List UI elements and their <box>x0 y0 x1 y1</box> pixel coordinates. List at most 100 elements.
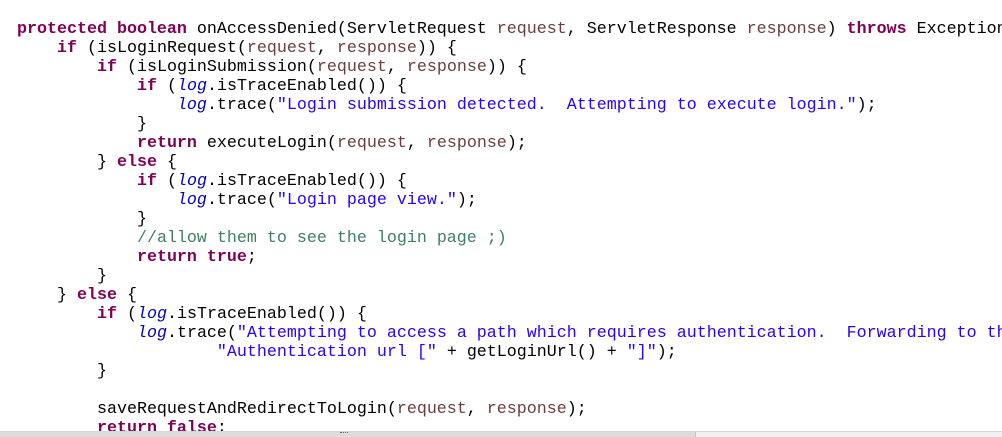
string-literal: "Login page view." <box>276 191 457 210</box>
code-text: executeLogin( <box>196 134 337 153</box>
field-reference: log <box>176 191 207 210</box>
code-text: saveRequestAndRedirectToLogin( <box>17 400 397 419</box>
code-text: } <box>17 210 147 229</box>
code-text: { <box>156 153 177 172</box>
code-text: , <box>466 400 487 419</box>
keyword: if <box>96 58 117 77</box>
code-text <box>17 58 97 77</box>
code-text: (isLoginRequest( <box>76 39 247 58</box>
code-text: , <box>316 39 337 58</box>
parameter: request <box>396 400 467 419</box>
parameter: response <box>406 58 487 77</box>
code-line: } else { <box>17 153 1002 172</box>
code-text: ( <box>156 77 177 96</box>
parameter: request <box>246 39 317 58</box>
code-text: ); <box>656 343 677 362</box>
code-line: if (log.isTraceEnabled()) { <box>17 172 1002 191</box>
code-text: } <box>17 267 107 286</box>
code-line: } <box>17 115 1002 134</box>
code-line: log.trace("Login page view."); <box>17 191 1002 210</box>
code-text: } <box>17 153 117 172</box>
code-line: saveRequestAndRedirectToLogin(request, r… <box>17 400 1002 419</box>
code-line: //allow them to see the login page ;) <box>17 229 1002 248</box>
code-text: .isTraceEnabled()) { <box>206 77 407 96</box>
field-reference: log <box>176 96 207 115</box>
code-line: return true; <box>17 248 1002 267</box>
keyword: if <box>96 305 117 324</box>
parameter: request <box>316 58 387 77</box>
code-line: } <box>17 267 1002 286</box>
code-text <box>17 77 137 96</box>
keyword: throws <box>846 20 907 39</box>
code-line: return executeLogin(request, response); <box>17 134 1002 153</box>
code-text: )) { <box>486 58 527 77</box>
code-text: onAccessDenied(ServletRequest <box>186 20 497 39</box>
code-line: "Authentication url [" + getLoginUrl() +… <box>17 343 1002 362</box>
keyword: if <box>136 77 157 96</box>
code-text: ( <box>116 305 137 324</box>
code-text <box>17 96 177 115</box>
keyword: else <box>76 286 117 305</box>
code-text: ); <box>566 400 587 419</box>
string-literal: "Attempting to access a path which requi… <box>236 324 1002 343</box>
code-text <box>17 305 97 324</box>
code-text <box>17 324 137 343</box>
code-text: .trace( <box>206 96 277 115</box>
code-text: .trace( <box>206 191 277 210</box>
keyword: protected boolean <box>17 20 187 39</box>
code-text: (isLoginSubmission( <box>116 58 317 77</box>
code-text: .isTraceEnabled()) { <box>166 305 367 324</box>
code-line: if (log.isTraceEnabled()) { <box>17 305 1002 324</box>
code-text: } <box>17 286 77 305</box>
code-text: ); <box>856 96 877 115</box>
code-line: } else { <box>17 286 1002 305</box>
code-text: { <box>116 286 137 305</box>
string-literal: "Login submission detected. Attempting t… <box>276 96 857 115</box>
code-text <box>17 248 137 267</box>
parameter: request <box>496 20 567 39</box>
grip-icon <box>340 432 348 435</box>
keyword: else <box>116 153 157 172</box>
keyword: return true <box>136 248 247 267</box>
code-text: .isTraceEnabled()) { <box>206 172 407 191</box>
parameter: response <box>426 134 507 153</box>
string-literal: "]" <box>626 343 657 362</box>
code-line: } <box>17 362 1002 381</box>
code-text: , ServletResponse <box>566 20 747 39</box>
code-text: ; <box>216 419 227 432</box>
keyword: if <box>56 39 77 58</box>
scrollbar-thumb[interactable] <box>0 432 696 437</box>
code-line <box>17 381 1002 400</box>
code-text: .trace( <box>166 324 237 343</box>
comment: //allow them to see the login page ;) <box>136 229 507 248</box>
code-text: } <box>17 115 147 134</box>
string-literal: "Authentication url [" <box>216 343 437 362</box>
code-text: )) { <box>416 39 457 58</box>
field-reference: log <box>176 77 207 96</box>
code-line: } <box>17 210 1002 229</box>
code-text: ); <box>456 191 477 210</box>
code-text: ); <box>506 134 527 153</box>
code-text: , <box>406 134 427 153</box>
code-line: if (isLoginSubmission(request, response)… <box>17 58 1002 77</box>
parameter: response <box>486 400 567 419</box>
field-reference: log <box>176 172 207 191</box>
keyword: return false <box>96 419 217 432</box>
code-line: protected boolean onAccessDenied(Servlet… <box>17 20 1002 39</box>
code-text: Exception { <box>916 20 1002 39</box>
keyword: return <box>136 134 197 153</box>
horizontal-scrollbar[interactable] <box>0 431 1002 437</box>
code-editor[interactable]: protected boolean onAccessDenied(Servlet… <box>17 20 1002 432</box>
code-text: + getLoginUrl() + <box>436 343 627 362</box>
code-text <box>17 343 217 362</box>
parameter: response <box>336 39 417 58</box>
field-reference: log <box>136 305 167 324</box>
code-text <box>17 229 137 248</box>
code-line: return false; <box>17 419 1002 432</box>
parameter: request <box>336 134 407 153</box>
field-reference: log <box>136 324 167 343</box>
code-text: ; <box>246 248 257 267</box>
code-text: , <box>386 58 407 77</box>
code-text <box>17 172 137 191</box>
code-text: ( <box>156 172 177 191</box>
